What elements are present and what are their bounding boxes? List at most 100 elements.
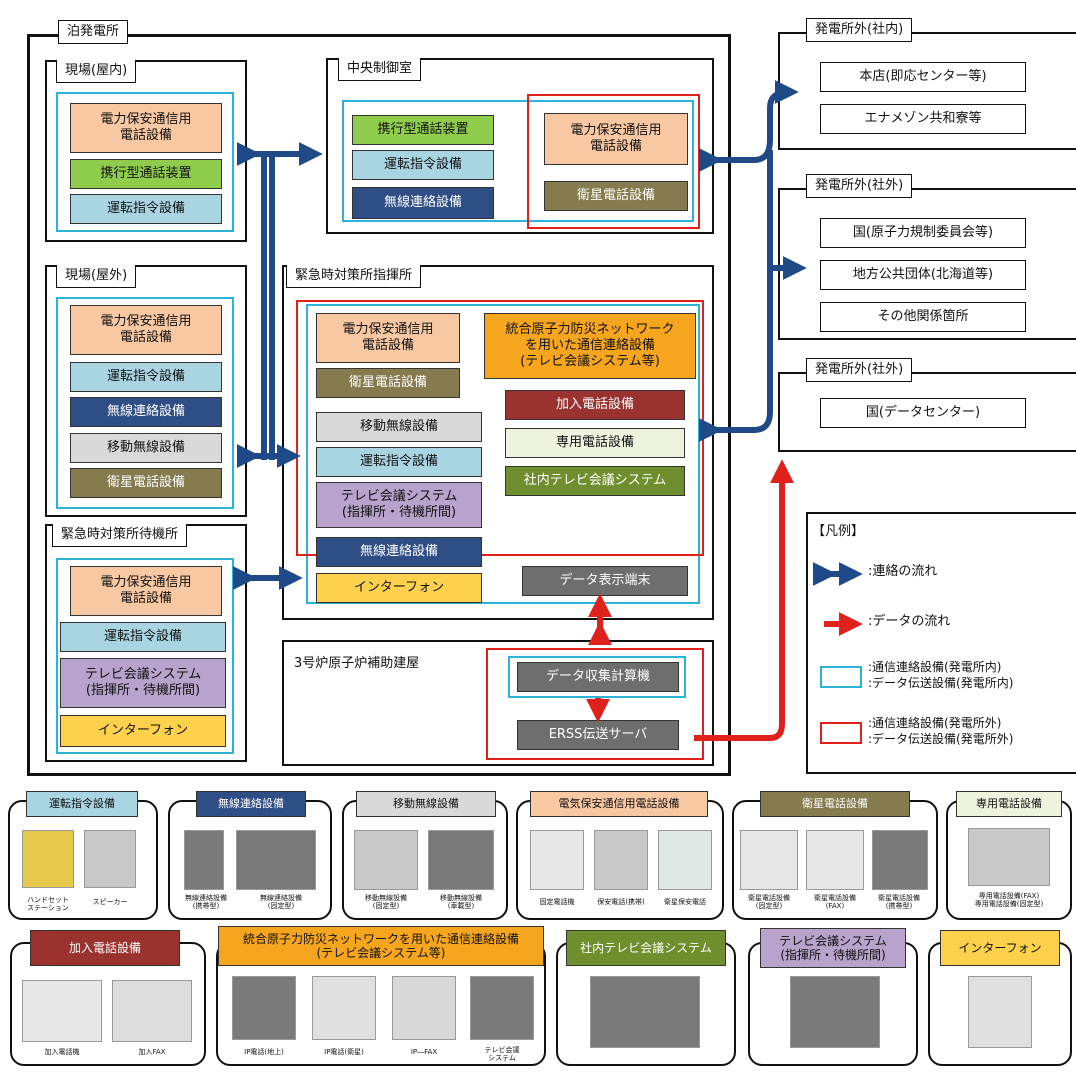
command-subscriber-box: 加入電話設備	[505, 390, 685, 420]
cap-mobile-radio-car: 移動無線設備 (車載型)	[440, 894, 482, 911]
legend-frame	[806, 512, 1076, 774]
command-cyan-border	[306, 304, 700, 604]
photo-ip-satellite	[312, 976, 376, 1040]
external-intra-item-2: エナメゾン共和寮等	[820, 104, 1026, 134]
photo-handset	[22, 830, 74, 888]
photo-subscriber-fax	[112, 980, 192, 1042]
control-command-box: 運転指令設備	[352, 150, 494, 180]
external-gov-item-3: その他関係箇所	[820, 302, 1026, 332]
panel-network-title: 統合原子力防災ネットワークを用いた通信連絡設備 (テレビ会議システム等)	[218, 926, 544, 966]
photo-ip-fax	[392, 976, 456, 1040]
aux-data-collector-box: データ収集計算機	[517, 662, 679, 692]
cap-satellite-fax: 衛星電話設備 (FAX)	[814, 894, 856, 911]
photo-subscriber-phone	[22, 980, 102, 1042]
panel-command-title: 運転指令設備	[26, 791, 138, 817]
legend-cyan-swatch	[820, 666, 862, 688]
cap-tv-system: テレビ会議 システム	[484, 1046, 520, 1063]
outdoor-mobile-radio-box: 移動無線設備	[70, 433, 222, 463]
cap-subscriber-fax: 加入FAX	[138, 1048, 166, 1056]
external-data-title: 発電所外(社外)	[806, 358, 913, 382]
panel-subscriber-title: 加入電話設備	[30, 930, 180, 966]
standby-interphone-box: インターフォン	[60, 715, 226, 747]
outdoor-command-box: 運転指令設備	[70, 362, 222, 392]
panel-radio-title: 無線連絡設備	[196, 791, 306, 817]
legend-title: 【凡例】	[812, 524, 865, 539]
control-room-title: 中央制御室	[338, 58, 422, 81]
legend-red-swatch	[820, 722, 862, 744]
arrow-erss-datacenter	[694, 459, 794, 741]
cap-handset: ハンドセット ステーション	[27, 896, 69, 913]
outdoor-satellite-box: 衛星電話設備	[70, 468, 222, 498]
command-dedicated-box: 専用電話設備	[505, 428, 685, 458]
indoor-telephone-box: 電力保安通信用 電話設備	[70, 103, 222, 153]
standby-cyan-border	[56, 558, 234, 754]
panel-mobile-radio-title: 移動無線設備	[356, 791, 496, 817]
cap-security-mobile: 保安電話(携帯)	[597, 898, 645, 906]
cap-dedicated: 専用電話設備(FAX) 専用電話設備(固定型)	[974, 892, 1044, 909]
indoor-site-title: 現場(屋内)	[56, 60, 137, 83]
photo-satellite-fixed	[740, 830, 798, 890]
outdoor-cyan-border	[56, 297, 234, 509]
outdoor-radio-box: 無線連絡設備	[70, 397, 222, 427]
external-intra-item-1: 本店(即応センター等)	[820, 62, 1026, 92]
panel-intra-tv-title: 社内テレビ会議システム	[566, 930, 726, 966]
cap-radio-handheld: 無線連絡設備 (携帯型)	[185, 894, 227, 911]
photo-fixed-phone	[530, 830, 584, 890]
flow-arrows	[232, 80, 863, 741]
command-interphone-box: インターフォン	[316, 573, 482, 603]
control-cyan-border	[342, 100, 694, 222]
control-telephone-box: 電力保安通信用 電話設備	[544, 113, 688, 165]
aux-red-border	[486, 648, 704, 760]
cap-satellite-mobile: 衛星電話設備 (携帯型)	[878, 894, 920, 911]
photo-radio-fixed	[236, 830, 316, 890]
indoor-command-box: 運転指令設備	[70, 194, 222, 224]
command-data-display-box: データ表示端末	[522, 566, 688, 596]
photo-mobile-radio-fixed	[354, 830, 418, 890]
command-mobile-radio-box: 移動無線設備	[316, 412, 482, 442]
cap-radio-fixed: 無線連絡設備 (固定型)	[260, 894, 302, 911]
outdoor-telephone-box: 電力保安通信用 電話設備	[70, 305, 222, 355]
standby-command-box: 運転指令設備	[60, 622, 226, 652]
aux-cyan-border	[508, 656, 686, 698]
photo-mobile-radio-car	[428, 830, 494, 890]
cap-mobile-radio-fixed: 移動無線設備 (固定型)	[365, 894, 407, 911]
control-portable-box: 携行型通話装置	[352, 115, 494, 145]
photo-dedicated	[968, 828, 1050, 886]
aux-building-title: 3号炉原子炉補助建屋	[294, 656, 420, 671]
photo-tv-system	[470, 976, 534, 1040]
plant-title: 泊発電所	[58, 20, 129, 44]
command-network-box: 統合原子力防災ネットワーク を用いた通信連絡設備 (テレビ会議システム等)	[484, 313, 696, 379]
photo-intra-tv	[590, 976, 700, 1048]
cap-subscriber-phone: 加入電話機	[44, 1048, 80, 1056]
external-gov-title: 発電所外(社外)	[806, 174, 913, 198]
cap-ip-fax: IP―FAX	[410, 1048, 438, 1056]
cap-satellite-fixed: 衛星電話設備 (固定型)	[748, 894, 790, 911]
outdoor-site-title: 現場(屋外)	[56, 265, 137, 288]
standby-tv-box: テレビ会議システム (指揮所・待機所間)	[60, 658, 226, 708]
control-radio-box: 無線連絡設備	[352, 187, 494, 219]
cap-ip-ground: IP電話(地上)	[244, 1048, 284, 1056]
indoor-cyan-border	[56, 92, 234, 232]
cap-fixed-phone: 固定電話機	[539, 898, 575, 906]
photo-radio-handheld	[184, 830, 224, 890]
panel-tv-conference-title: テレビ会議システム (指揮所・待機所間)	[760, 928, 906, 968]
cap-satellite-security: 衛星保安電話	[664, 898, 706, 906]
command-telephone-box: 電力保安通信用 電話設備	[316, 313, 460, 363]
standby-title: 緊急時対策所待機所	[52, 524, 188, 547]
external-intra-title: 発電所外(社内)	[806, 18, 913, 42]
photo-tv-conference	[790, 976, 880, 1048]
command-command-box: 運転指令設備	[316, 447, 482, 477]
indoor-portable-box: 携行型通話装置	[70, 159, 222, 189]
command-intra-tv-box: 社内テレビ会議システム	[505, 466, 685, 496]
panel-dedicated-title: 専用電話設備	[956, 791, 1062, 817]
command-radio-box: 無線連絡設備	[316, 537, 482, 567]
standby-telephone-box: 電力保安通信用 電話設備	[70, 566, 222, 616]
photo-interphone	[968, 976, 1032, 1048]
photo-satellite-mobile	[872, 830, 928, 890]
photo-speaker	[84, 830, 136, 888]
legend-inside-label: :通信連絡設備(発電所内) :データ伝送設備(発電所内)	[868, 660, 1014, 690]
external-gov-item-2: 地方公共団体(北海道等)	[820, 260, 1026, 290]
control-satellite-box: 衛星電話設備	[544, 181, 688, 211]
cap-speaker: スピーカー	[92, 898, 128, 906]
photo-security-mobile	[594, 830, 648, 890]
